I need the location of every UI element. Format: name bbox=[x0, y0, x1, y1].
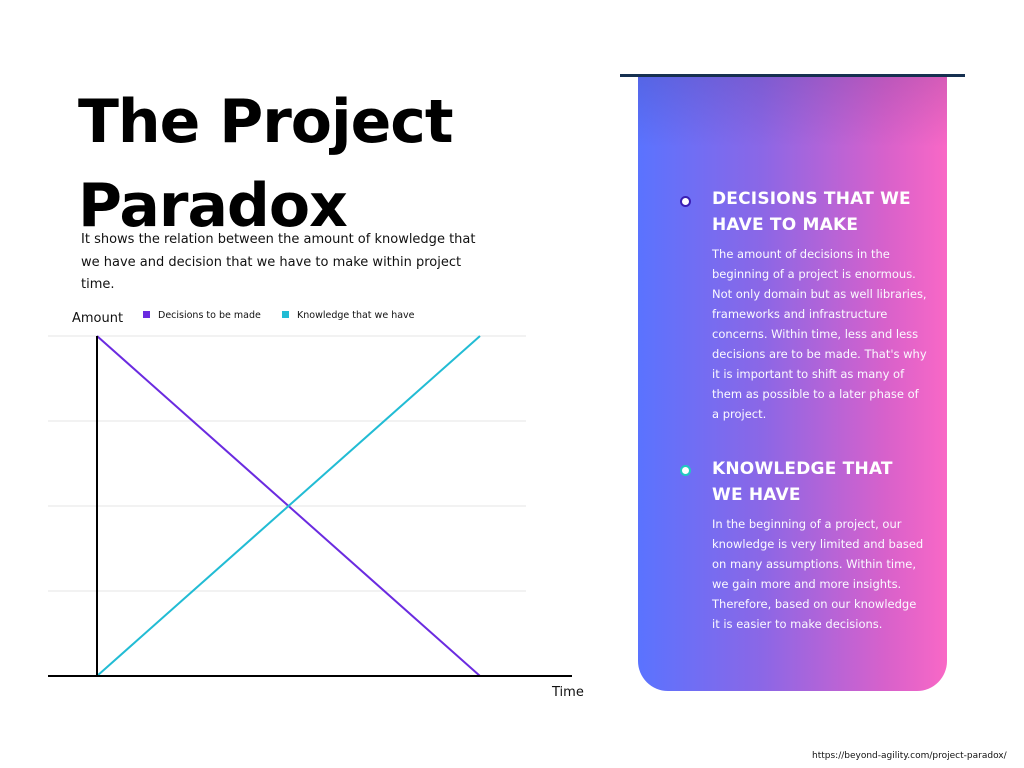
legend-swatch-knowledge bbox=[282, 311, 289, 318]
project-paradox-chart: Amount Time Decisions to be made Knowled… bbox=[48, 310, 584, 700]
y-axis-label: Amount bbox=[72, 311, 123, 326]
chart-description: It shows the relation between the amount… bbox=[81, 232, 476, 292]
source-url: https://beyond-agility.com/project-parad… bbox=[812, 751, 1007, 761]
legend-label-decisions: Decisions to be made bbox=[158, 310, 261, 321]
knowledge-series-line bbox=[96, 335, 481, 677]
knowledge-heading: KNOWLEDGE THAT WE HAVE bbox=[712, 459, 893, 505]
x-axis-label: Time bbox=[551, 685, 584, 700]
knowledge-bullet-icon bbox=[680, 465, 691, 476]
legend-label-knowledge: Knowledge that we have bbox=[297, 310, 415, 321]
decisions-heading: DECISIONS THAT WE HAVE TO MAKE bbox=[712, 189, 911, 235]
panel-top-rule bbox=[620, 74, 965, 77]
page-title: The Project Paradox bbox=[78, 87, 454, 241]
knowledge-section: KNOWLEDGE THAT WE HAVE In the beginning … bbox=[712, 456, 927, 634]
panel-shadow bbox=[638, 77, 947, 147]
explanation-panel: DECISIONS THAT WE HAVE TO MAKE The amoun… bbox=[638, 77, 947, 691]
decisions-bullet-icon bbox=[680, 196, 691, 207]
decisions-body: The amount of decisions in the beginning… bbox=[712, 247, 927, 421]
chart-series-lines bbox=[96, 335, 481, 677]
chart-legend: Decisions to be made Knowledge that we h… bbox=[143, 310, 415, 321]
decisions-section: DECISIONS THAT WE HAVE TO MAKE The amoun… bbox=[712, 186, 927, 424]
legend-swatch-decisions bbox=[143, 311, 150, 318]
knowledge-body: In the beginning of a project, our knowl… bbox=[712, 517, 924, 631]
